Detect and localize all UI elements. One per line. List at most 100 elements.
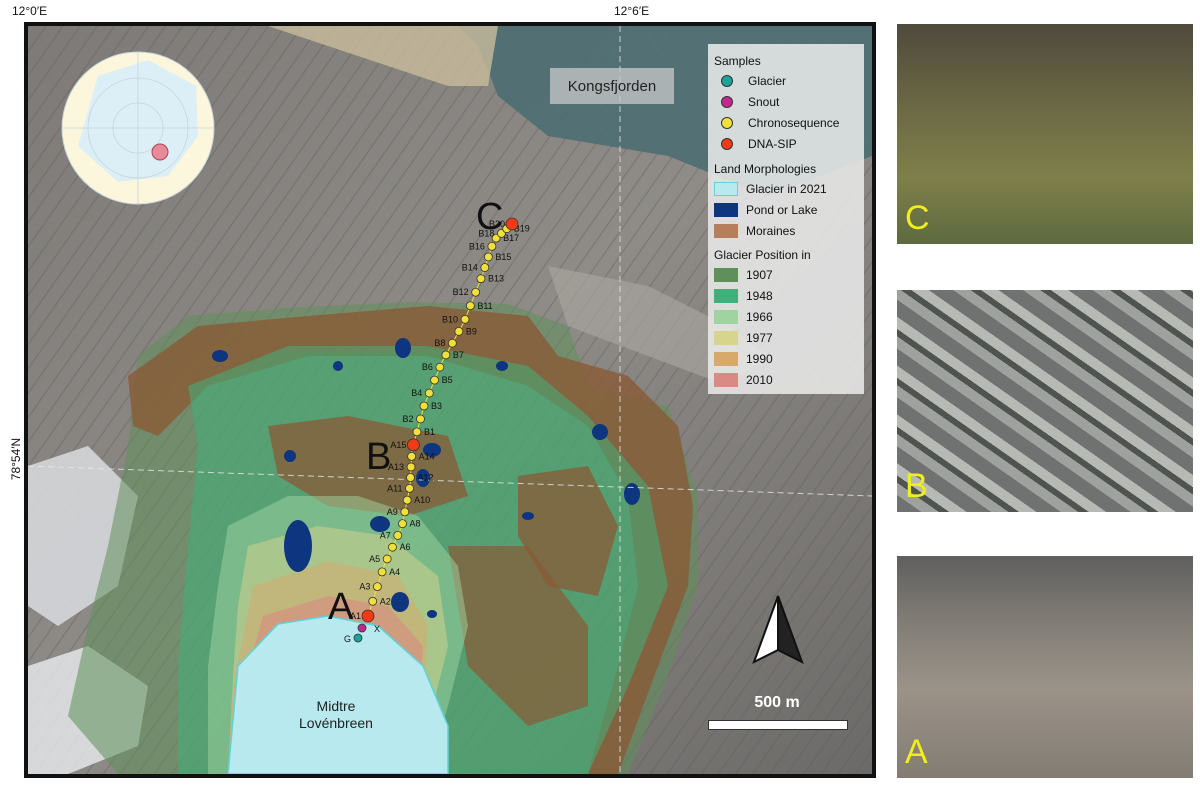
legend-sample-glacier: Glacier: [714, 72, 786, 90]
sample-point-label: B3: [431, 401, 442, 411]
pond: [624, 483, 640, 505]
legend-label: Moraines: [746, 224, 796, 238]
sample-point-label: A3: [359, 582, 370, 592]
beach: [268, 26, 498, 86]
legend-label: Snout: [748, 95, 780, 109]
legend-label: 1990: [746, 352, 773, 366]
site-label-a: A: [328, 586, 354, 628]
dna-sip-sample-icon: [721, 138, 733, 150]
photo-label-b: B: [905, 467, 928, 505]
glacier-sample-icon: [721, 75, 733, 87]
glacier-name-label: Midtre Lovénbreen: [276, 698, 396, 732]
pond: [423, 443, 441, 457]
pond: [427, 610, 437, 618]
sample-point-label: B10: [442, 314, 458, 324]
position-1990-swatch: [714, 352, 738, 366]
chronosequence-sample-icon: [721, 117, 733, 129]
sample-point-label: A2: [380, 596, 391, 606]
pond: [592, 424, 608, 440]
sample-point: [353, 633, 363, 643]
position-1966-swatch: [714, 310, 738, 324]
position-2010-swatch: [714, 373, 738, 387]
position-1907-swatch: [714, 268, 738, 282]
sample-point: [412, 427, 422, 437]
glacier-2021: [227, 615, 449, 774]
legend-label: 1977: [746, 331, 773, 345]
sample-point-label: X: [374, 624, 380, 634]
legend-label: 1948: [746, 289, 773, 303]
sample-point-label: B5: [442, 375, 453, 385]
sample-point-label: B9: [466, 326, 477, 336]
pond: [333, 361, 343, 371]
pond: [522, 512, 534, 520]
sample-point: [402, 495, 412, 505]
pond: [212, 350, 228, 362]
sample-point: [393, 531, 403, 540]
sample-point-label: B8: [434, 338, 445, 348]
legend-label: 1966: [746, 310, 773, 324]
pond: [370, 516, 390, 532]
north-arrow: [752, 595, 804, 665]
pond: [284, 520, 312, 572]
sample-point: [447, 338, 457, 348]
sample-point: [454, 327, 464, 336]
legend-pos-1990: 1990: [714, 350, 773, 368]
scale-label: 500 m: [754, 694, 800, 711]
legend-label: 2010: [746, 373, 773, 387]
glacier-2021-swatch: [714, 182, 738, 196]
sample-point: [407, 451, 417, 461]
inset-globe: [61, 51, 215, 205]
sample-point: [368, 596, 378, 606]
legend-label: Pond or Lake: [746, 203, 818, 217]
site-label-c: C: [476, 196, 504, 238]
sample-point: [430, 375, 439, 385]
sample-point-label: A7: [380, 530, 391, 540]
legend-pos-1907: 1907: [714, 266, 773, 284]
sample-point-label: A1: [350, 611, 361, 621]
legend-pos-1966: 1966: [714, 308, 773, 326]
latitude-label: 78°54′N: [9, 437, 23, 481]
glacier-name-line1: Midtre: [316, 698, 356, 714]
photo-site-a: A: [897, 556, 1193, 778]
photo-site-c: C: [897, 24, 1193, 244]
legend-label: Glacier: [748, 74, 787, 88]
legend-pos-1948: 1948: [714, 287, 773, 305]
sample-point: [400, 507, 410, 517]
sample-point-label: B14: [462, 263, 478, 273]
legend-pos-1977: 1977: [714, 329, 773, 347]
pond-swatch: [714, 203, 738, 217]
sample-point: [465, 301, 475, 311]
sample-point: [476, 274, 486, 284]
legend-position-title: Glacier Position in: [714, 248, 811, 262]
sample-point-label: B19: [514, 224, 530, 234]
sample-point: [388, 542, 397, 552]
photo-label-a: A: [905, 733, 928, 771]
legend-morph-glacier: Glacier in 2021: [714, 180, 827, 198]
ponds: [212, 338, 640, 618]
legend-sample-snout: Snout: [714, 93, 779, 111]
sample-point-label: A8: [409, 519, 420, 529]
sample-point-label: A13: [388, 462, 404, 472]
longitude-label-right: 12°6′E: [614, 4, 650, 18]
sample-point-label: A11: [387, 483, 402, 493]
pond: [284, 450, 296, 462]
scale-bar: [708, 720, 848, 730]
legend-label: DNA-SIP: [748, 137, 797, 151]
sample-point: [406, 462, 416, 472]
sample-point: [483, 252, 493, 262]
sample-point-label: B6: [422, 362, 433, 372]
sample-point-label: A15: [390, 440, 406, 450]
legend-label: 1907: [746, 268, 773, 282]
position-1948-swatch: [714, 289, 738, 303]
position-1977-swatch: [714, 331, 738, 345]
sample-point: [416, 414, 425, 424]
sample-point-label: B2: [402, 414, 413, 424]
sample-point: [471, 287, 481, 297]
sample-point: [435, 362, 445, 372]
sample-point: [377, 567, 387, 577]
sample-point-label: B17: [503, 233, 519, 243]
sample-point-label: B15: [495, 252, 511, 262]
sample-point-label: G: [344, 634, 351, 644]
legend-pos-2010: 2010: [714, 371, 773, 389]
